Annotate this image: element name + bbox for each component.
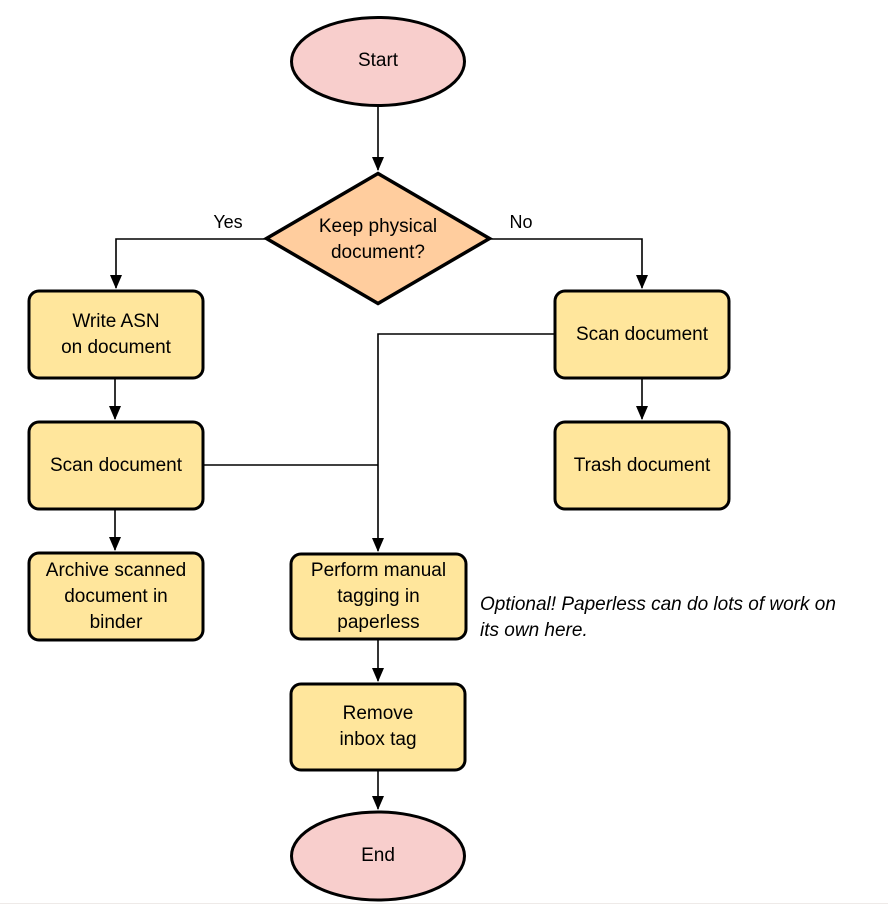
tagging-node-shape <box>289 552 468 641</box>
decision-node-shape <box>263 171 493 306</box>
edge-decision-yes-to-write-asn <box>110 238 266 289</box>
edge-decision-no-to-scan-right <box>490 238 648 289</box>
decision-node-label: Keep physical document? <box>318 216 438 263</box>
edge-label-yes: Yes <box>213 211 243 232</box>
archive-node-label: Archive scanned document in binder <box>45 559 187 633</box>
end-node-shape <box>290 810 466 902</box>
end-node-label: End <box>361 845 395 866</box>
trash-node-label: Trash document <box>573 454 711 476</box>
optional-annotation-text: Optional! Paperless can do lots of work … <box>480 594 836 641</box>
start-node-label: Start <box>357 50 399 71</box>
bottom-divider <box>0 903 888 904</box>
remove-inbox-node-label: Remove inbox tag <box>339 703 417 750</box>
edge-label-no: No <box>509 211 533 232</box>
scan-right-node-shape <box>553 289 731 380</box>
tagging-node-label: Perform manual tagging in paperless <box>310 559 447 633</box>
scan-left-node-label: Scan document <box>49 454 183 476</box>
remove-inbox-node-shape <box>289 682 467 772</box>
scan-left-node-shape <box>27 420 205 511</box>
edge-scan-right-to-tagging <box>372 333 555 552</box>
scan-right-node-label: Scan document <box>575 323 709 345</box>
write-asn-node-label: Write ASN on document <box>61 310 171 358</box>
archive-node-shape <box>27 551 205 642</box>
start-node-shape <box>290 16 466 107</box>
trash-node-shape <box>553 420 731 511</box>
write-asn-node-shape <box>27 289 205 380</box>
